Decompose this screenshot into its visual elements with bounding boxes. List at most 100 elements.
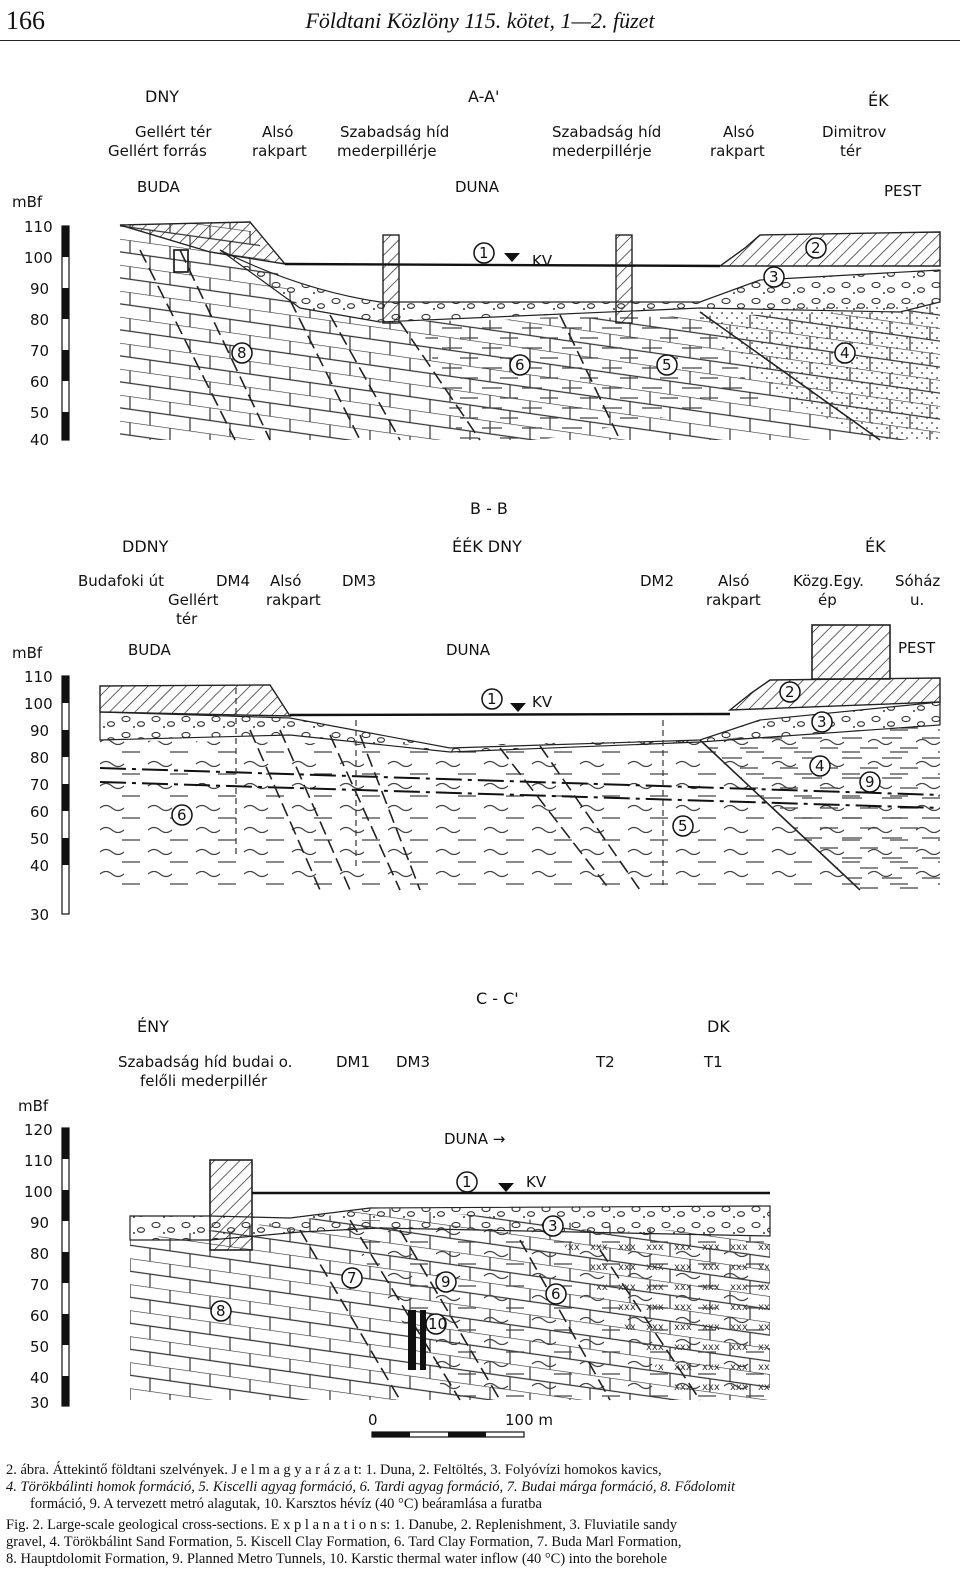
formation-boundary xyxy=(699,311,881,441)
marker: 1 xyxy=(481,688,503,710)
svg-text:70: 70 xyxy=(30,776,49,794)
svg-text:60: 60 xyxy=(30,373,49,391)
place-label: DM4 xyxy=(216,572,250,590)
depth-axis xyxy=(61,675,70,915)
place-label: Szabadság híd xyxy=(552,123,661,141)
svg-text:9: 9 xyxy=(441,1273,451,1291)
svg-text:2: 2 xyxy=(785,683,795,701)
duna-label: DUNA xyxy=(446,641,491,659)
place-label: DM2 xyxy=(640,572,674,590)
place-label: rakpart xyxy=(710,142,765,160)
unit-label: mBf xyxy=(18,1097,49,1115)
place-label: T1 xyxy=(703,1053,723,1071)
dir-right-a: ÉK xyxy=(868,91,889,110)
place-label: rakpart xyxy=(266,591,321,609)
fault-lines xyxy=(249,729,641,891)
pest-label: PEST xyxy=(898,639,936,657)
place-label: tér xyxy=(176,610,198,628)
svg-text:6: 6 xyxy=(177,806,187,824)
svg-text:30: 30 xyxy=(30,1394,49,1412)
title-b: B - B xyxy=(470,499,508,518)
place-label: Szabadság híd xyxy=(340,123,449,141)
svg-text:50: 50 xyxy=(30,404,49,422)
svg-text:90: 90 xyxy=(30,722,49,740)
marker: 9 xyxy=(859,771,881,793)
dir-right-b: ÉK xyxy=(865,537,886,556)
place-label: ép xyxy=(818,591,837,609)
fill-layer xyxy=(99,684,292,717)
svg-text:80: 80 xyxy=(30,1245,49,1263)
marker: 5 xyxy=(672,815,694,837)
svg-text:90: 90 xyxy=(30,1214,49,1232)
section-b: B - B DDNY ÉÉK DNY ÉK Budafoki út DM4 Al… xyxy=(12,499,941,924)
marker: 4 xyxy=(834,342,856,364)
svg-text:110: 110 xyxy=(24,1152,53,1170)
marker: 6 xyxy=(545,1283,567,1305)
building xyxy=(811,624,891,680)
svg-text:1: 1 xyxy=(462,1173,472,1191)
svg-text:10: 10 xyxy=(428,1315,447,1333)
place-label: DM1 xyxy=(336,1053,370,1071)
place-label: Gellért tér xyxy=(135,123,212,141)
figure-caption: 2. ábra. Áttekintő földtani szelvények. … xyxy=(6,1462,954,1568)
svg-text:110: 110 xyxy=(24,218,53,236)
svg-text:90: 90 xyxy=(30,280,49,298)
caption-hu-1: 2. ábra. Áttekintő földtani szelvények. … xyxy=(6,1462,662,1478)
svg-text:40: 40 xyxy=(30,1369,49,1387)
gravel-layer xyxy=(99,701,941,753)
place-label: Szabadság híd budai o. xyxy=(118,1053,292,1071)
svg-text:120: 120 xyxy=(24,1121,53,1139)
marker: 6 xyxy=(171,804,193,826)
dir-mid-b: ÉÉK DNY xyxy=(452,537,522,556)
svg-text:5: 5 xyxy=(662,356,672,374)
metro-tunnels xyxy=(99,767,941,809)
place-label: Közg.Egy. xyxy=(793,572,864,590)
svg-text:110: 110 xyxy=(24,668,53,686)
svg-text:7: 7 xyxy=(347,1269,357,1287)
svg-text:3: 3 xyxy=(548,1217,558,1235)
svg-text:60: 60 xyxy=(30,1307,49,1325)
unit-label: mBf xyxy=(12,644,43,662)
marker: 6 xyxy=(509,354,531,376)
depth-axis xyxy=(61,225,70,441)
caption-hu-3: formáció, 9. A tervezett metró alagutak,… xyxy=(30,1496,542,1512)
borehole-inflow xyxy=(408,1310,416,1370)
caption-hu-2: 4. Törökbálinti homok formáció, 5. Kisce… xyxy=(6,1479,736,1495)
marker: 2 xyxy=(805,237,827,259)
svg-text:100: 100 xyxy=(24,1183,53,1201)
kiscell-layer xyxy=(700,725,940,890)
place-label: rakpart xyxy=(706,591,761,609)
journal-title: Földtani Közlöny 115. kötet, 1—2. füzet xyxy=(305,8,655,33)
place-label: Budafoki út xyxy=(78,572,164,590)
svg-text:0: 0 xyxy=(368,1411,378,1429)
svg-text:3: 3 xyxy=(769,268,779,286)
place-label: T2 xyxy=(595,1053,615,1071)
title-c: C - C' xyxy=(476,989,519,1008)
buda-label: BUDA xyxy=(137,178,181,196)
svg-text:70: 70 xyxy=(30,342,49,360)
place-label: Alsó xyxy=(262,123,293,141)
kv-label: KV xyxy=(532,252,553,270)
fill-layer xyxy=(717,231,941,267)
marker: 9 xyxy=(435,1271,457,1293)
dir-left-c: ÉNY xyxy=(137,1017,169,1036)
caption-en-2: gravel, 4. Törökbálint Sand Formation, 5… xyxy=(6,1534,682,1550)
place-label: mederpillérje xyxy=(337,142,437,160)
formation-boundary xyxy=(699,739,861,891)
place-label: Sóház xyxy=(895,572,940,590)
svg-text:4: 4 xyxy=(815,757,825,775)
place-label: tér xyxy=(840,142,862,160)
section-a: DNY A-A' ÉK Gellért tér Gellért forrás A… xyxy=(12,87,941,449)
bridge-pier xyxy=(615,234,633,324)
place-label: rakpart xyxy=(252,142,307,160)
dir-right-c: DK xyxy=(707,1017,730,1036)
place-label: Alsó xyxy=(723,123,754,141)
svg-text:2: 2 xyxy=(811,239,821,257)
svg-text:3: 3 xyxy=(817,713,827,731)
svg-text:30: 30 xyxy=(30,906,49,924)
svg-text:50: 50 xyxy=(30,1338,49,1356)
svg-text:1: 1 xyxy=(479,244,489,262)
section-c: C - C' ÉNY DK Szabadság híd budai o. fel… xyxy=(18,989,771,1438)
svg-text:40: 40 xyxy=(30,857,49,875)
